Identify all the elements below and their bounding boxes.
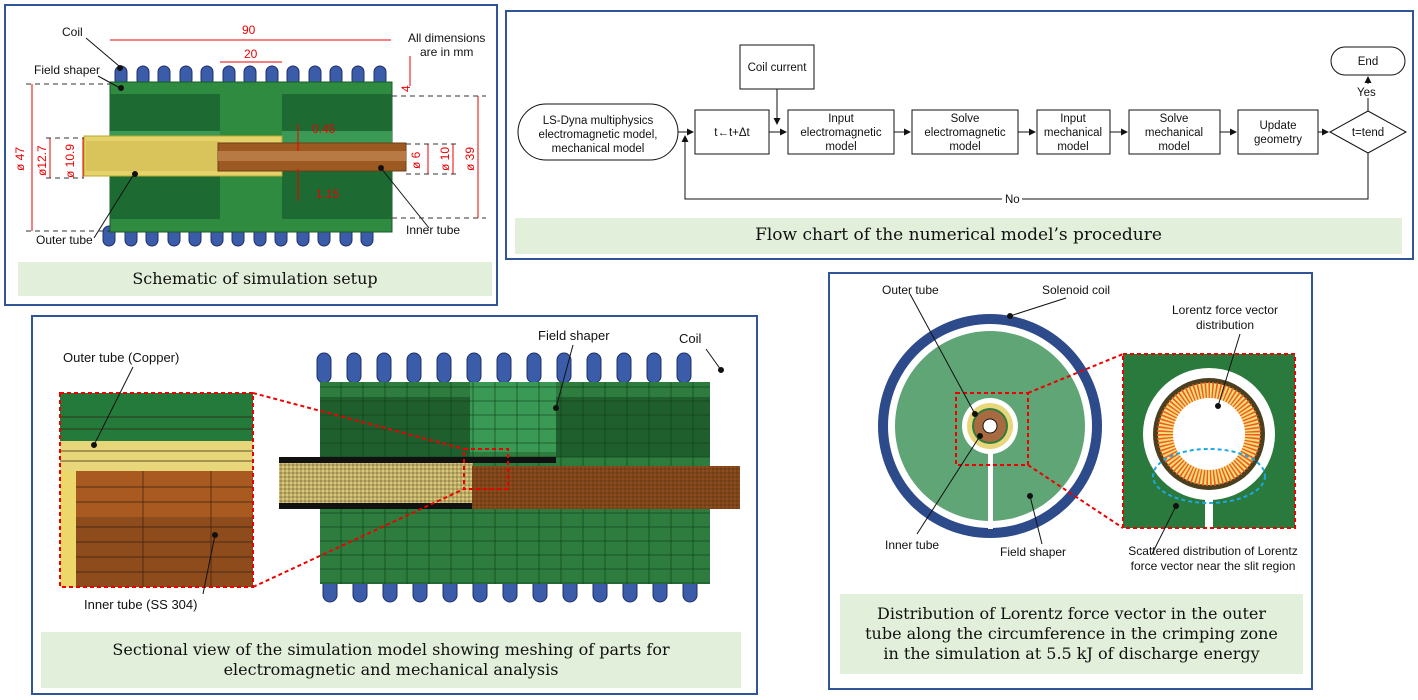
start-line3: mechanical model [552, 143, 645, 155]
schematic-caption-text: Schematic of simulation setup [132, 269, 378, 288]
sectional-caption-line2: electromagnetic and mechanical analysis [223, 660, 559, 679]
label-outer-tube: Outer tube [882, 283, 939, 297]
solve-mech-line2: mechanical [1145, 127, 1203, 139]
lorentz-caption-line3: in the simulation at 5.5 kJ of discharge… [883, 644, 1260, 663]
node-decision [1328, 110, 1408, 154]
lorentz-caption-line1: Distribution of Lorentz force vector in … [877, 604, 1266, 623]
label-field-shaper: Field shaper [538, 328, 610, 343]
label-field-shaper: Field shaper [1000, 545, 1066, 559]
label-scatter-line2: force vector near the slit region [1131, 559, 1296, 573]
lorentz-figure: Outer tube Solenoid coil Inner tube Fiel… [878, 283, 1298, 573]
solve-mech-line1: Solve [1160, 113, 1189, 125]
dim-d10: ø 10 [438, 147, 452, 171]
dim-gap-0-45: 0.45 [312, 122, 336, 136]
units-note-line2: are in mm [420, 45, 473, 59]
node-solve-mech [1128, 109, 1221, 155]
coil-current-text: Coil current [748, 62, 808, 74]
label-scatter-line1: Scattered distribution of Lorentz [1128, 544, 1297, 558]
solve-em-line1: Solve [951, 113, 980, 125]
input-em-line1: Input [828, 113, 854, 125]
edge-label-yes: Yes [1357, 87, 1376, 99]
flowchart-caption-text: Flow chart of the numerical model’s proc… [755, 225, 1162, 246]
units-note-line1: All dimensions [408, 31, 485, 45]
label-outer-tube: Outer tube [36, 233, 93, 247]
label-coil: Coil [679, 331, 702, 346]
solve-mech-line3: model [1158, 141, 1189, 153]
label-field-shaper: Field shaper [34, 63, 100, 77]
dim-overall-length: 90 [242, 23, 256, 37]
label-outer-tube-copper: Outer tube (Copper) [63, 350, 179, 365]
update-line1: Update [1259, 120, 1296, 132]
dim-d47: ø 47 [13, 147, 27, 171]
slit-region-ellipse [1152, 448, 1266, 504]
lorentz-force-ring [1157, 382, 1261, 486]
input-em-line2: electromagnetic [800, 127, 881, 139]
node-solve-em [911, 109, 1019, 155]
label-solenoid-coil: Solenoid coil [1042, 283, 1110, 297]
update-line2: geometry [1254, 134, 1302, 146]
label-lfv-line2: distribution [1196, 318, 1254, 332]
solve-em-line2: electromagnetic [924, 127, 1005, 139]
input-mech-line3: model [1057, 141, 1088, 153]
end-text: End [1358, 56, 1378, 68]
lorentz-caption-line2: tube along the circumference in the crim… [865, 624, 1278, 643]
time-step-text: t←t+Δt [714, 127, 750, 139]
node-end [1330, 46, 1406, 76]
start-line2: electromagnetic model, [539, 129, 658, 141]
edge-label-no: No [1005, 194, 1020, 206]
schematic-panel: 90 20 4 ø 47 ø12.7 ø 10.9 ø 6 ø 10 ø 39 … [4, 4, 498, 306]
start-line1: LS-Dyna multiphysics [543, 115, 654, 127]
sectional-caption: Sectional view of the simulation model s… [41, 632, 741, 688]
schematic-figure: 90 20 4 ø 47 ø12.7 ø 10.9 ø 6 ø 10 ø 39 … [13, 23, 486, 247]
label-inner-tube: Inner tube [406, 223, 460, 237]
input-mech-line2: mechanical [1044, 127, 1102, 139]
sectional-caption-line1: Sectional view of the simulation model s… [112, 640, 670, 659]
mesh-coil-top [316, 352, 692, 384]
dim-d6: ø 6 [409, 151, 423, 169]
dim-wall-1-15: 1.15 [316, 187, 340, 201]
solve-em-line3: model [949, 141, 980, 153]
sectional-figure: Outer tube (Copper) Inner tube (SS 304) … [59, 328, 740, 612]
dim-coil-thickness: 4 [399, 85, 413, 92]
flowchart-caption: Flow chart of the numerical model’s proc… [515, 218, 1402, 254]
flowchart-figure: No Yes LS-Dyna multiphysics electromagne… [517, 44, 1408, 206]
sectional-panel: Outer tube (Copper) Inner tube (SS 304) … [31, 315, 758, 695]
decision-text: t=tend [1352, 127, 1384, 139]
flowchart-panel: No Yes LS-Dyna multiphysics electromagne… [505, 10, 1414, 260]
input-mech-line1: Input [1060, 113, 1086, 125]
label-lfv-line1: Lorentz force vector [1172, 303, 1278, 317]
dim-d39: ø 39 [463, 147, 477, 171]
dim-d12-7: ø12.7 [35, 145, 49, 176]
input-em-line3: model [825, 141, 856, 153]
label-coil: Coil [62, 25, 83, 39]
lorentz-panel: Outer tube Solenoid coil Inner tube Fiel… [828, 272, 1313, 690]
dim-gap-length: 20 [244, 47, 258, 61]
label-inner-tube: Inner tube [885, 538, 939, 552]
label-inner-tube-ss304: Inner tube (SS 304) [84, 597, 197, 612]
dim-d10-9: ø 10.9 [63, 144, 77, 178]
schematic-caption: Schematic of simulation setup [18, 262, 492, 296]
node-update-geometry [1237, 109, 1319, 155]
node-input-em [787, 109, 895, 155]
lorentz-caption: Distribution of Lorentz force vector in … [840, 594, 1303, 674]
node-coil-current [739, 44, 815, 90]
